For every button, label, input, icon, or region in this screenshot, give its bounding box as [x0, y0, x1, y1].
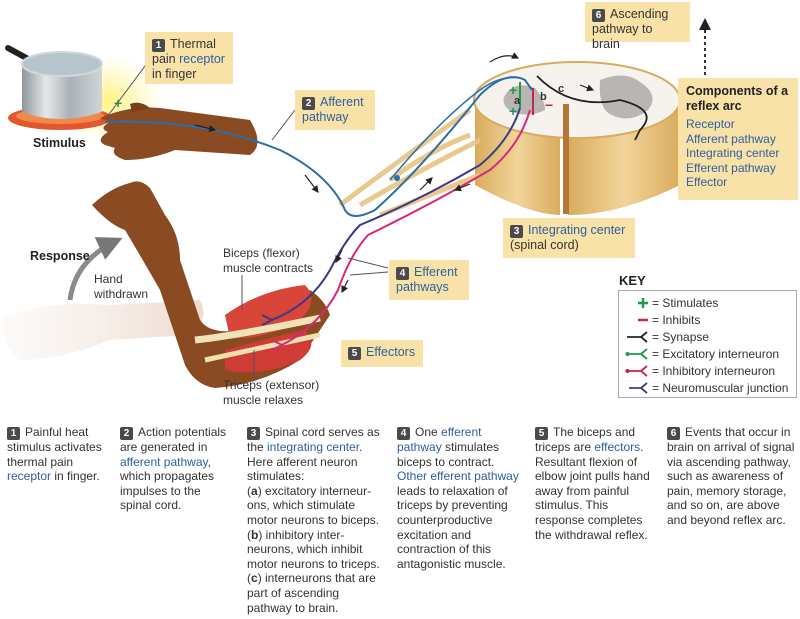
step-badge-6: 6 [667, 427, 680, 440]
synapse-icon [625, 330, 649, 343]
component-item: Afferent pathway [686, 131, 776, 146]
step-badge-2: 2 [120, 427, 133, 440]
triceps-label: Triceps (extensor) muscle relaxes [223, 378, 320, 407]
inhibitory-interneuron-icon [625, 364, 649, 377]
step-badge-4: 4 [396, 267, 409, 280]
neuromuscular-junction-icon [625, 381, 649, 394]
hot-pot [5, 45, 103, 119]
component-item: Efferent pathway [686, 160, 776, 175]
step-badge-2: 2 [302, 97, 315, 110]
components-title: Components of a reflex arc [686, 84, 789, 113]
component-item: Effector [686, 175, 728, 189]
hand-withdrawn-label: Hand withdrawn [94, 272, 149, 301]
grey-matter-left [503, 85, 545, 115]
highlighted-term: efferent pathway [397, 425, 482, 454]
step-badge-6: 6 [592, 9, 605, 22]
highlighted-term: integrating center [267, 440, 360, 454]
step-badge-3: 3 [510, 225, 523, 238]
stimulates-sign-1: + [509, 82, 517, 98]
highlighted-term: afferent pathway [120, 454, 208, 469]
key-item-neuromuscular: = Neuromuscular junction [625, 379, 790, 396]
key-title: KEY [619, 273, 646, 288]
label-b: b [540, 91, 547, 103]
neuromuscular-junction-biceps [261, 314, 275, 326]
neuromuscular-junction-triceps [271, 339, 285, 351]
efferent-pathway-biceps [271, 107, 521, 321]
receptor-stimulates-sign: + [114, 95, 122, 111]
component-item: Receptor [686, 117, 735, 131]
forearm-bone [194, 314, 321, 344]
component-item: Integrating center [686, 146, 780, 160]
ascending-interneuron [536, 75, 648, 141]
step-badge-5: 5 [535, 427, 548, 440]
central-fissure [563, 104, 569, 214]
withdrawn-arm [92, 181, 330, 388]
step-badge-4: 4 [397, 427, 410, 440]
highlighted-term: Other efferent pathway [397, 469, 519, 484]
response-label: Response [30, 249, 90, 263]
excitatory-interneuron-icon [625, 347, 649, 360]
diagram-artwork: + + − + a b c [4, 18, 711, 388]
label-c: c [558, 83, 564, 95]
components-panel: Components of a reflex arc Receptor Affe… [678, 78, 798, 200]
key-item-inhibitory: = Inhibitory interneuron [625, 362, 790, 379]
label-a: a [514, 95, 521, 107]
ghost-hand [4, 300, 204, 360]
stimulates-sign-2: + [509, 103, 517, 119]
afferent-pathway-line [104, 76, 533, 217]
minus-icon [625, 314, 649, 326]
arm-touching-stimulus [100, 107, 258, 160]
step-badge-1: 1 [152, 39, 165, 52]
key-legend: = Stimulates = Inhibits = Synapse = Exci… [618, 290, 797, 398]
key-item-inhibits: = Inhibits [625, 311, 790, 328]
highlighted-term: effectors [594, 440, 641, 454]
step-badge-3: 3 [247, 427, 260, 440]
key-item-stimulates: = Stimulates [625, 294, 790, 311]
step-badge-5: 5 [348, 347, 361, 360]
biceps-label: Biceps (flexor) muscle contracts [223, 246, 314, 275]
plus-icon [625, 297, 649, 309]
stimulus-label: Stimulus [33, 136, 86, 150]
step-badge-1: 1 [7, 427, 20, 440]
dorsal-root-ganglion [394, 175, 400, 181]
highlighted-term: receptor [7, 469, 52, 484]
efferent-pathway-triceps [281, 109, 531, 346]
key-item-synapse: = Synapse [625, 328, 790, 345]
response-arrow [67, 237, 123, 301]
key-item-excitatory: = Excitatory interneuron [625, 345, 790, 362]
inhibits-sign: − [545, 97, 553, 113]
